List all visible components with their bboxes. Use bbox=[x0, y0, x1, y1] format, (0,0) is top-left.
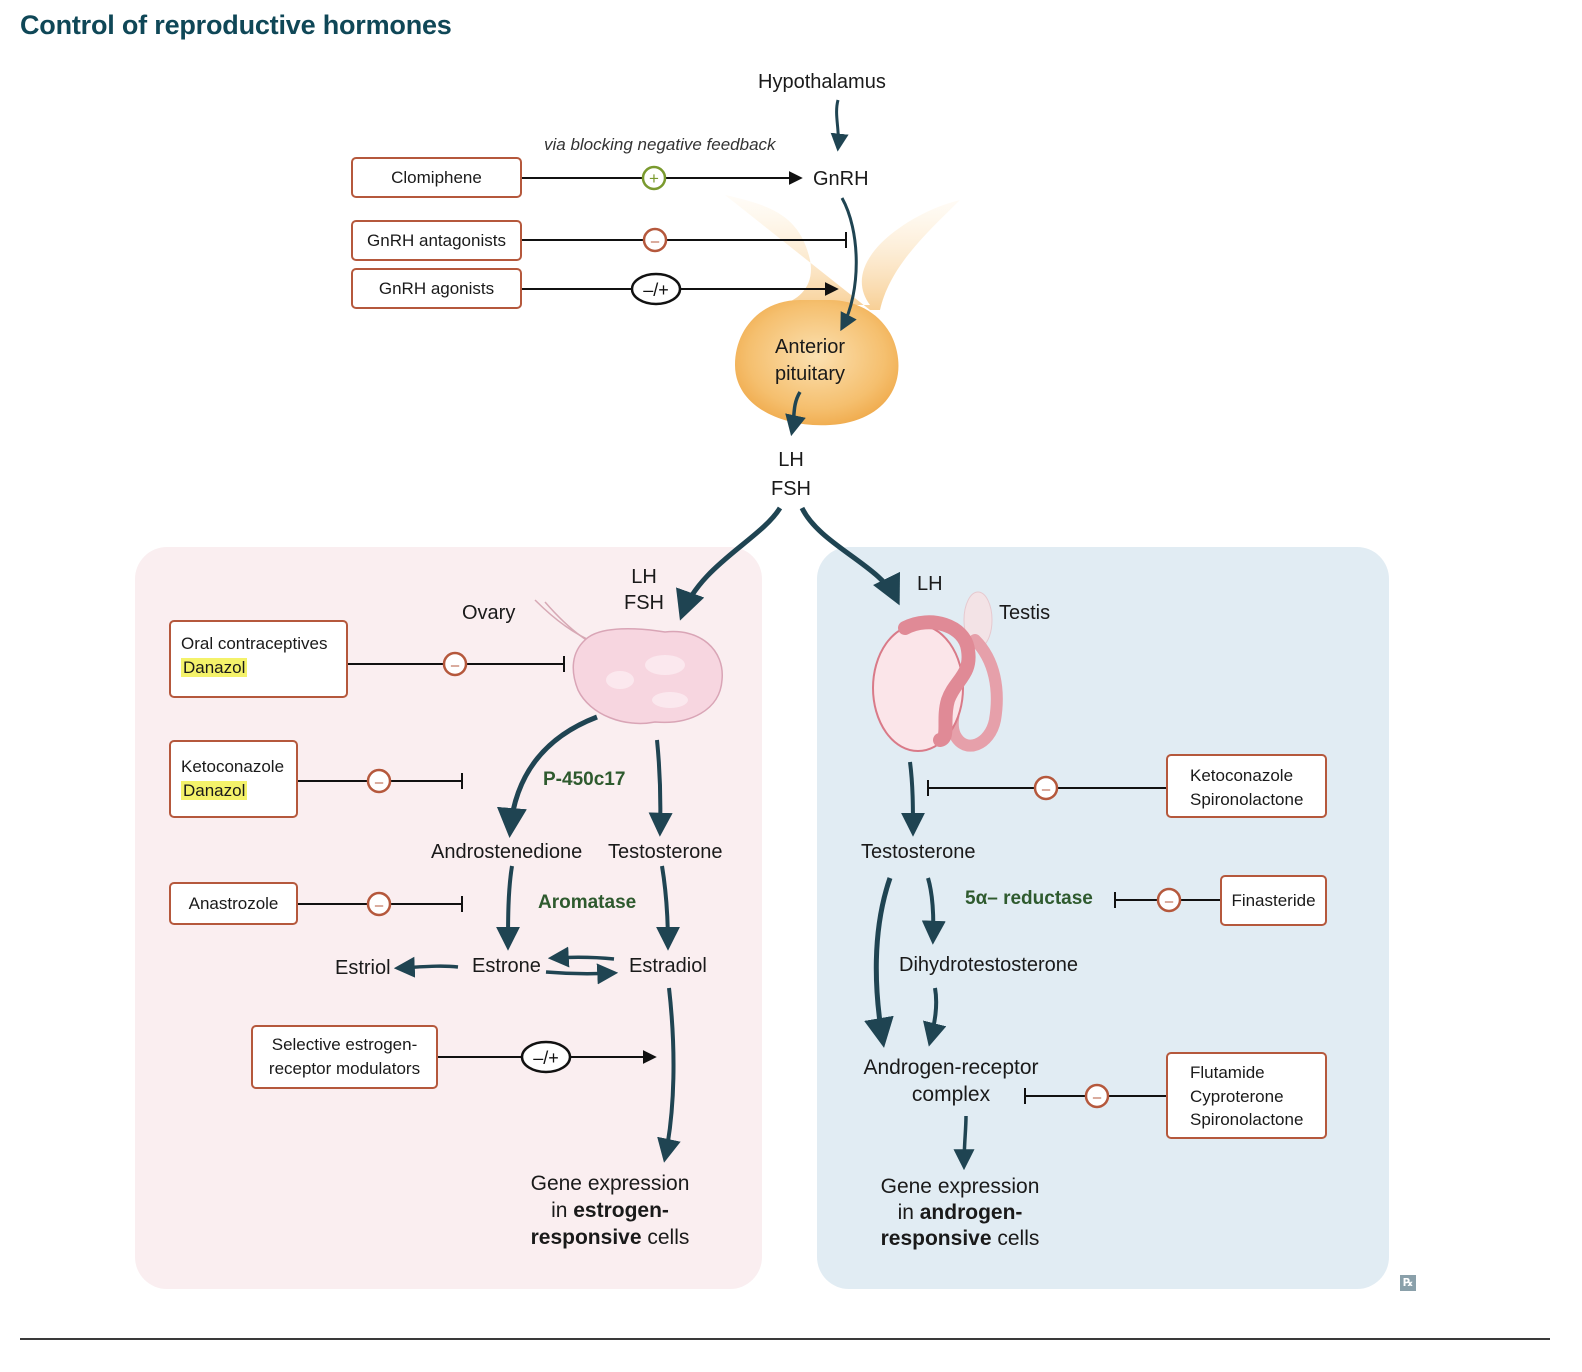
gnrh-label: GnRH bbox=[813, 168, 869, 190]
estrone-label: Estrone bbox=[472, 955, 541, 977]
estrogen-gene-expression-label: Gene expression in estrogen- responsive … bbox=[530, 1172, 690, 1249]
footer-divider bbox=[20, 1338, 1550, 1340]
hypothalamus-label: Hypothalamus bbox=[758, 71, 886, 93]
ovary-to-testosterone-arrow bbox=[648, 739, 673, 837]
svg-text:–: – bbox=[375, 774, 384, 791]
minus-symbol-icon: – bbox=[442, 651, 468, 677]
estriol-label: Estriol bbox=[335, 957, 391, 979]
testosterone-to-estradiol-arrow bbox=[655, 865, 680, 951]
testosterone-to-dht-arrow bbox=[921, 877, 946, 945]
androstenedione-label: Androstenedione bbox=[431, 841, 583, 863]
svg-text:–: – bbox=[1042, 781, 1051, 798]
estrone-to-estriol-arrow bbox=[393, 956, 459, 978]
oral-contraceptives-box: Oral contraceptives Danazol bbox=[169, 620, 348, 698]
minus-symbol-icon: – bbox=[1084, 1083, 1110, 1109]
svg-text:–: – bbox=[1093, 1089, 1102, 1106]
gnrh-antagonists-box: GnRH antagonists bbox=[351, 220, 522, 261]
minus-symbol-icon: – bbox=[642, 227, 668, 253]
anastrozole-box: Anastrozole bbox=[169, 882, 298, 925]
dht-to-complex-arrow bbox=[923, 987, 947, 1047]
svg-text:+: + bbox=[649, 169, 659, 188]
aromatase-enzyme-label: Aromatase bbox=[538, 892, 637, 913]
feedback-note: via blocking negative feedback bbox=[544, 135, 776, 154]
svg-text:–: – bbox=[451, 657, 460, 674]
hypothalamus-to-gnrh-arrow bbox=[830, 99, 849, 152]
finasteride-box: Finasteride bbox=[1220, 875, 1327, 926]
pituitary-gland-illustration bbox=[725, 195, 960, 426]
gnrh-to-pituitary-arrow bbox=[840, 197, 858, 332]
svg-text:–: – bbox=[651, 233, 660, 250]
pituitary-to-lh-arrow bbox=[785, 391, 806, 437]
estradiol-to-gene-arrow bbox=[657, 987, 681, 1163]
testis-illustration bbox=[872, 591, 1003, 752]
ovary-testosterone-label: Testosterone bbox=[608, 841, 723, 863]
serm-box: Selective estrogen- receptor modulators bbox=[251, 1025, 438, 1089]
androgen-receptor-complex-label: Androgen-receptor complex bbox=[863, 1056, 1039, 1106]
minus-symbol-icon: – bbox=[1156, 887, 1182, 913]
androstenedione-to-estrone-arrow bbox=[496, 865, 521, 951]
ketoconazole-spironolactone-box: Ketoconazole Spironolactone bbox=[1166, 754, 1327, 818]
lh-fsh-label: LH FSH bbox=[771, 449, 811, 500]
testis-label: Testis bbox=[999, 602, 1051, 624]
minus-symbol-icon: – bbox=[1033, 775, 1059, 801]
anterior-pituitary-label: Anterior pituitary bbox=[774, 336, 846, 385]
testosterone-to-complex-arrow bbox=[864, 877, 894, 1048]
dihydrotestosterone-label: Dihydrotestosterone bbox=[899, 954, 1078, 976]
testis-to-testosterone-arrow bbox=[900, 761, 925, 837]
ovary-lh-fsh-label: LH FSH bbox=[624, 566, 664, 614]
clomiphene-box: Clomiphene bbox=[351, 157, 522, 198]
complex-to-gene-arrow bbox=[953, 1115, 975, 1171]
ovary-illustration bbox=[534, 599, 723, 725]
svg-text:–/+: –/+ bbox=[533, 1048, 559, 1068]
svg-text:–: – bbox=[1165, 893, 1174, 910]
testis-testosterone-label: Testosterone bbox=[861, 841, 976, 863]
ovary-to-androstenedione-arrow bbox=[496, 714, 598, 838]
ovary-label: Ovary bbox=[462, 602, 516, 624]
lh-fsh-to-ovary-arrow bbox=[676, 506, 783, 621]
minus-symbol-icon: – bbox=[366, 891, 392, 917]
estrone-to-estradiol-arrow bbox=[545, 963, 619, 985]
ketoconazole-box: Ketoconazole Danazol bbox=[169, 740, 298, 818]
gnrh-agonists-box: GnRH agonists bbox=[351, 268, 522, 309]
flutamide-box: Flutamide Cyproterone Spironolactone bbox=[1166, 1052, 1327, 1139]
rx-icon: ℞ bbox=[1400, 1275, 1416, 1291]
testis-lh-label: LH bbox=[917, 573, 943, 595]
plus-symbol-icon: + bbox=[641, 165, 667, 191]
minus-symbol-icon: – bbox=[366, 768, 392, 794]
p450c17-enzyme-label: P-450c17 bbox=[543, 769, 626, 790]
minus-plus-symbol-icon: –/+ bbox=[630, 272, 682, 306]
estradiol-to-estrone-arrow bbox=[547, 946, 615, 968]
page-title: Control of reproductive hormones bbox=[20, 10, 452, 40]
svg-text:–/+: –/+ bbox=[643, 280, 669, 300]
estradiol-label: Estradiol bbox=[629, 955, 707, 977]
lh-to-testis-arrow bbox=[799, 506, 900, 606]
svg-text:–: – bbox=[375, 897, 384, 914]
androgen-gene-expression-label: Gene expression in androgen- responsive … bbox=[880, 1175, 1040, 1250]
5a-reductase-enzyme-label: 5α– reductase bbox=[965, 888, 1093, 909]
minus-plus-symbol-icon: –/+ bbox=[520, 1040, 572, 1074]
